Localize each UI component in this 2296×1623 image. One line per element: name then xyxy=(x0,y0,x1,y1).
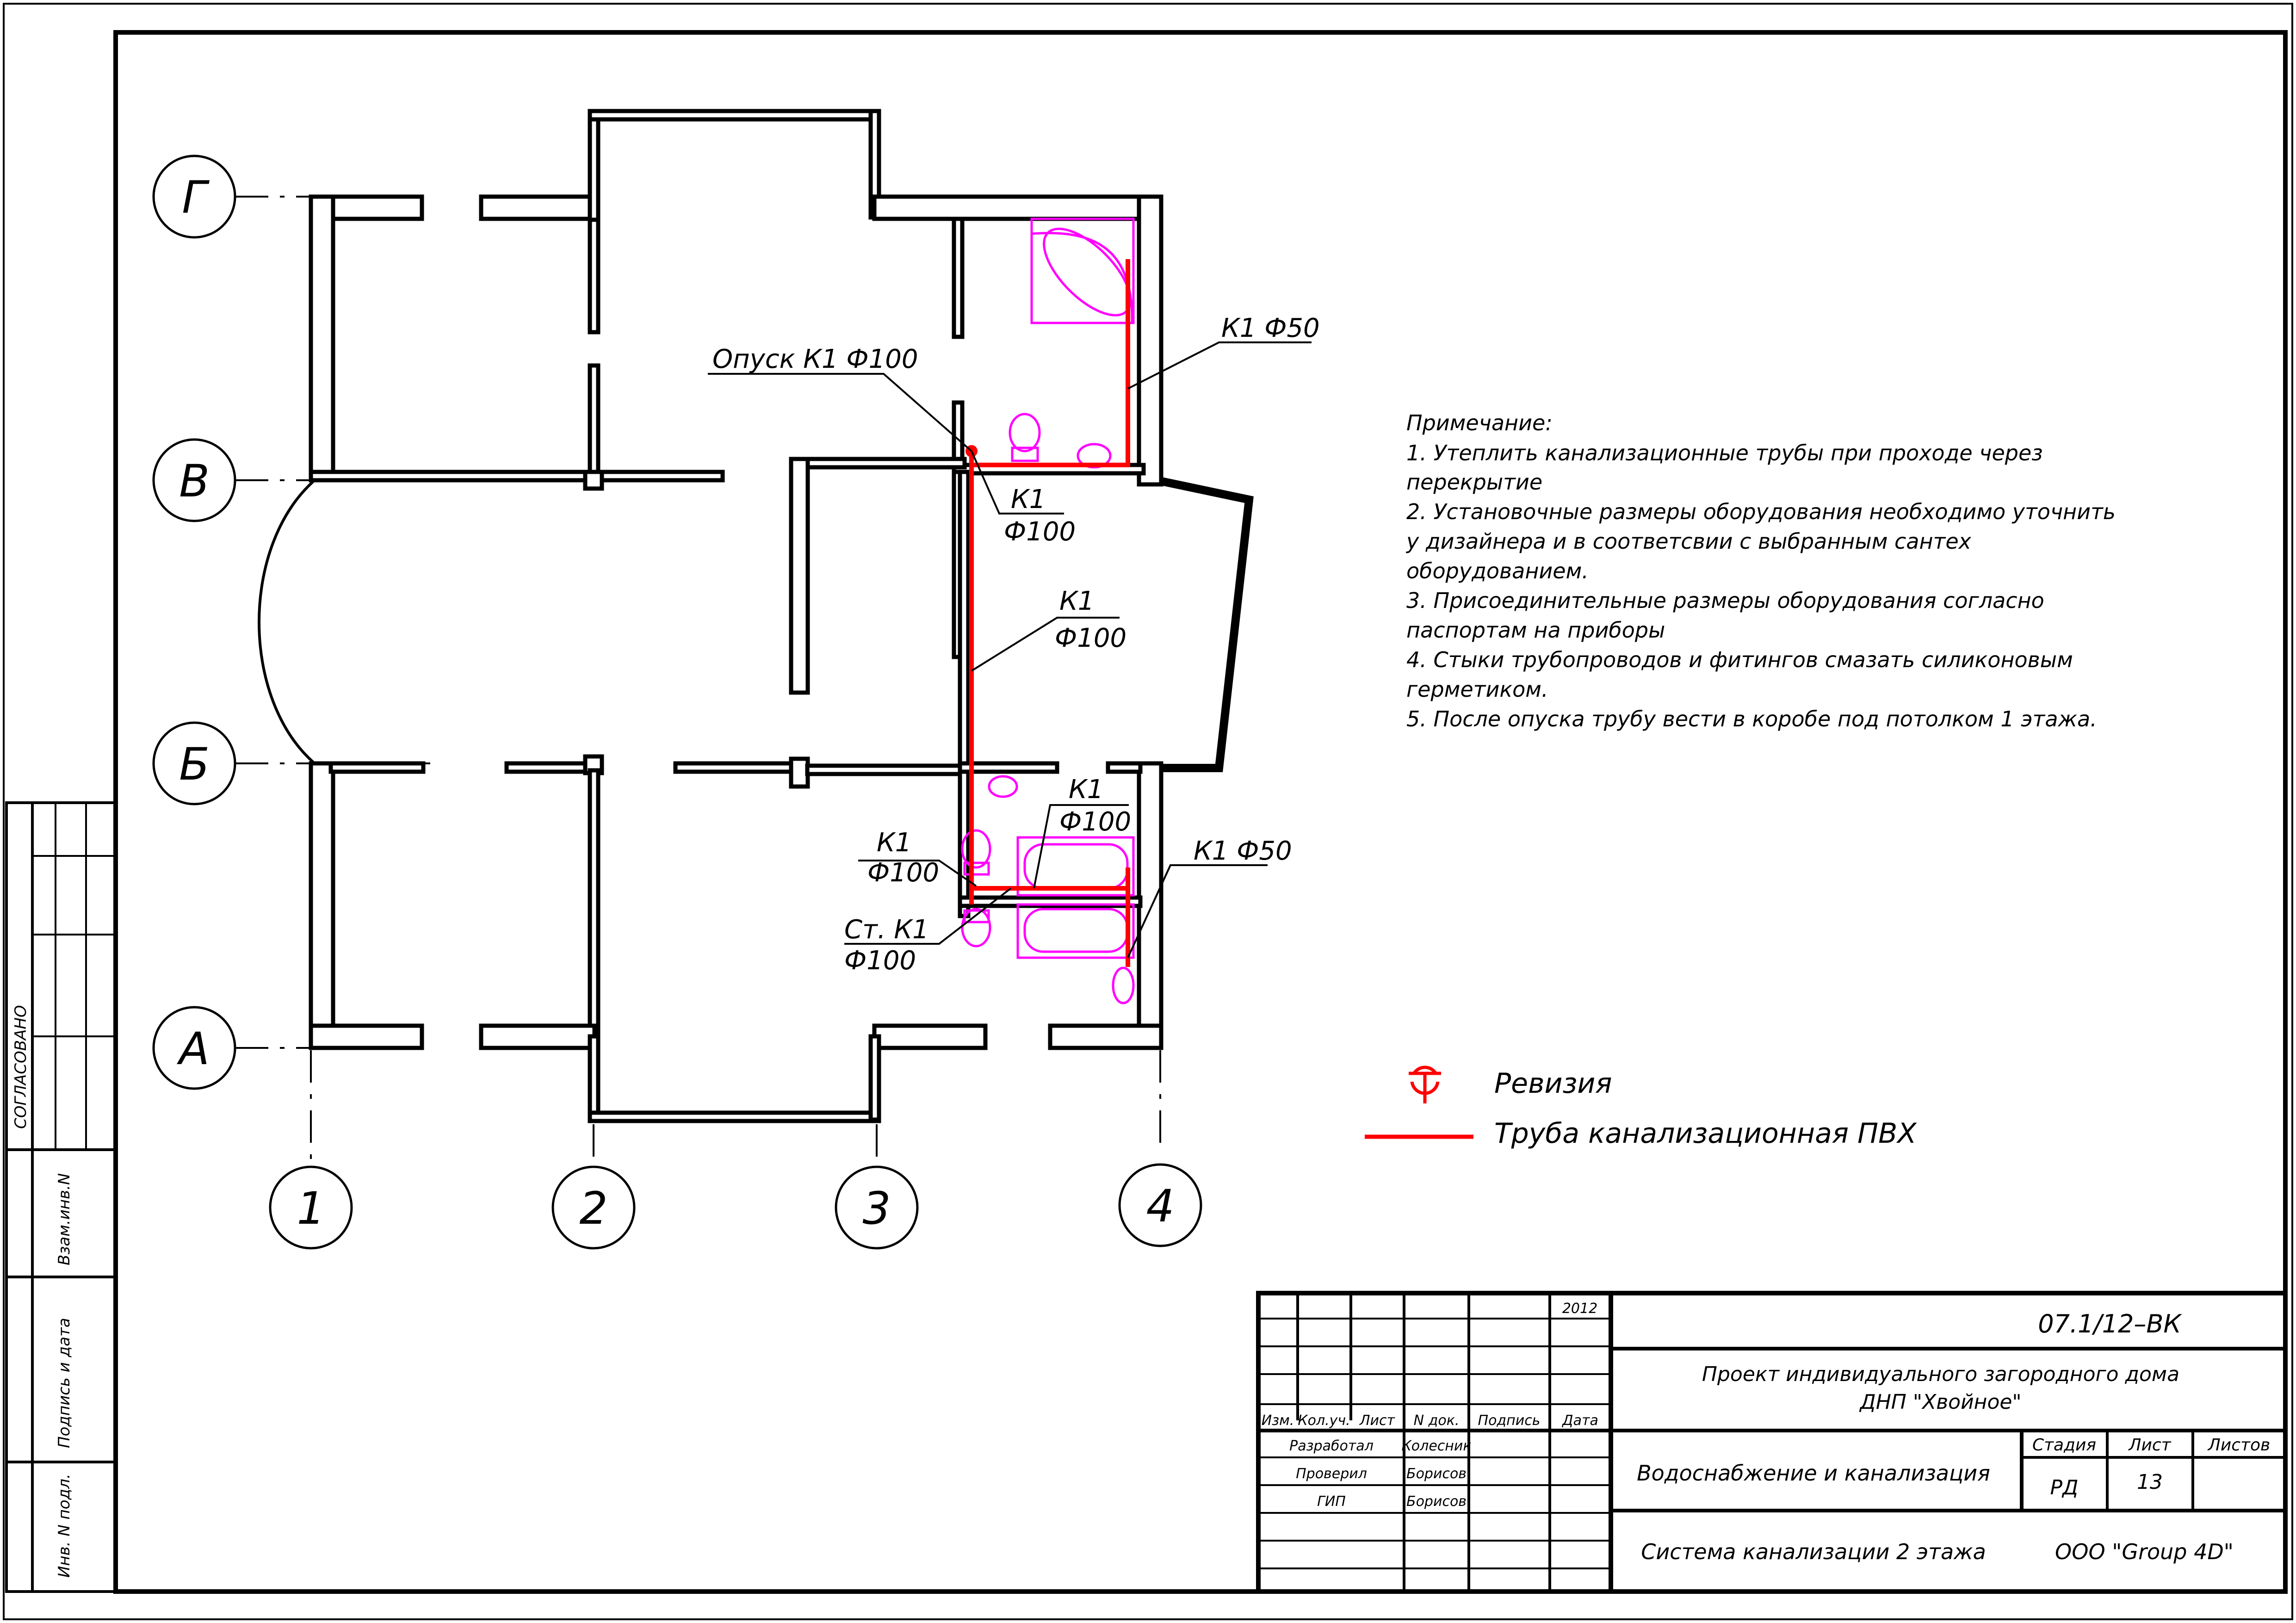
svg-text:Дата: Дата xyxy=(1561,1412,1598,1429)
svg-text:1. Утеплить канализационные тр: 1. Утеплить канализационные трубы при пр… xyxy=(1406,440,2043,465)
svg-text:В: В xyxy=(179,455,210,507)
axis-bubble-row-g: Г xyxy=(152,155,236,239)
svg-text:3: 3 xyxy=(862,1183,891,1234)
svg-text:паспортам на приборы: паспортам на приборы xyxy=(1406,618,1665,643)
svg-text:4: 4 xyxy=(1146,1180,1174,1232)
svg-text:Ф100: Ф100 xyxy=(1059,807,1131,837)
svg-text:ГИП: ГИП xyxy=(1317,1493,1346,1510)
svg-text:Разработал: Разработал xyxy=(1289,1438,1374,1454)
axis-bubble-col-1: 1 xyxy=(269,1165,353,1250)
left-arc-wall xyxy=(258,479,316,765)
tb-project-line2: ДНП "Хвойное" xyxy=(1859,1390,2021,1414)
axis-bubble-row-v: В xyxy=(152,438,236,522)
plumbing-fixtures xyxy=(961,217,1135,1004)
svg-text:5. После опуска трубу вести в: 5. После опуска трубу вести в коробе под… xyxy=(1406,706,2097,731)
tb-company: ООО "Group 4D" xyxy=(2055,1539,2234,1564)
svg-text:К1: К1 xyxy=(877,828,911,858)
tb-project-line1: Проект индивидуального загородного дома xyxy=(1702,1363,2179,1386)
tb-section: Водоснабжение и канализация xyxy=(1637,1461,1990,1486)
floor-plan xyxy=(258,109,1254,1123)
svg-text:3. Присоединительные размеры о: 3. Присоединительные размеры оборудовани… xyxy=(1406,588,2044,613)
stamp-replace-inv: Взам.инв.N xyxy=(55,1173,74,1265)
svg-text:К1: К1 xyxy=(1011,484,1046,514)
tb-drawing-title: Система канализации 2 этажа xyxy=(1641,1539,1986,1564)
svg-text:Изм.: Изм. xyxy=(1262,1412,1294,1429)
pipe-labels: Опуск К1 Ф100 К1 Ф100 К1 Ф50 К1 Ф100 К1 … xyxy=(708,313,1320,976)
notes: Примечание: 1. Утеплить канализационные … xyxy=(1405,410,2116,731)
svg-text:N док.: N док. xyxy=(1414,1412,1460,1429)
svg-text:Лист: Лист xyxy=(1359,1412,1396,1429)
drawing-frame xyxy=(113,30,2288,1594)
tb-year: 2012 xyxy=(1562,1301,1597,1317)
svg-text:Ф100: Ф100 xyxy=(867,858,939,888)
svg-text:Ф100: Ф100 xyxy=(844,946,916,976)
svg-text:Г: Г xyxy=(182,172,210,223)
svg-text:Ф100: Ф100 xyxy=(1004,517,1076,547)
revision-symbol xyxy=(1406,1065,1443,1103)
legend: Ревизия Труба канализационная ПВХ xyxy=(1365,1065,1917,1150)
svg-text:Колесник: Колесник xyxy=(1401,1438,1471,1454)
axis-bubble-col-2: 2 xyxy=(551,1165,636,1250)
svg-text:Борисов: Борисов xyxy=(1406,1466,1467,1482)
stamp-sign-date: Подпись и дата xyxy=(55,1318,74,1448)
side-stamp: СОГЛАСОВАНО Взам.инв.N Подпись и дата Ин… xyxy=(5,801,117,1593)
svg-text:К1: К1 xyxy=(1059,586,1094,616)
svg-text:Подпись: Подпись xyxy=(1478,1412,1541,1429)
tb-sheet: 13 xyxy=(2137,1470,2163,1494)
svg-text:герметиком.: герметиком. xyxy=(1406,677,1548,702)
svg-text:2. Установочные размеры оборуд: 2. Установочные размеры оборудования нео… xyxy=(1406,499,2116,524)
svg-text:А: А xyxy=(176,1023,210,1075)
title-block: 2012 07.1/12–ВК Проект индивидуального з… xyxy=(1256,1291,2288,1594)
sewer-pipes xyxy=(965,259,1130,967)
label-k1-d50-bottom: К1 Ф50 xyxy=(1194,836,1292,866)
svg-text:Лист: Лист xyxy=(2128,1436,2171,1455)
axis-bubble-col-3: 3 xyxy=(835,1165,919,1250)
stamp-orig-inv: Инв. N подл. xyxy=(55,1474,74,1578)
svg-text:4. Стыки трубопроводов и фитин: 4. Стыки трубопроводов и фитингов смазат… xyxy=(1406,647,2073,672)
svg-text:Проверил: Проверил xyxy=(1296,1466,1367,1482)
right-bay-wall xyxy=(1160,477,1254,772)
svg-text:Кол.уч.: Кол.уч. xyxy=(1298,1412,1350,1429)
svg-text:Ф100: Ф100 xyxy=(1055,623,1126,653)
svg-text:Листов: Листов xyxy=(2207,1436,2270,1455)
tb-stage: РД xyxy=(2050,1476,2079,1499)
svg-text:Борисов: Борисов xyxy=(1406,1493,1467,1510)
label-riser-st: Ст. К1 xyxy=(844,915,929,945)
svg-text:К1: К1 xyxy=(1069,774,1103,805)
label-riser-drop: Опуск К1 Ф100 xyxy=(712,344,918,374)
svg-text:2: 2 xyxy=(579,1183,607,1234)
grid-axes xyxy=(236,196,1161,1166)
svg-text:перекрытие: перекрытие xyxy=(1406,470,1542,495)
outer-sheet-border xyxy=(3,3,2293,1620)
svg-text:Б: Б xyxy=(179,738,210,790)
axis-bubble-col-4: 4 xyxy=(1118,1163,1202,1247)
legend-pipe-label: Труба канализационная ПВХ xyxy=(1494,1117,1917,1150)
tb-doc-code: 07.1/12–ВК xyxy=(2038,1309,2182,1338)
axis-bubble-row-b: Б xyxy=(152,721,236,805)
svg-text:у дизайнера и в соответсвии с: у дизайнера и в соответсвии с выбранным … xyxy=(1405,529,1972,554)
legend-revision-label: Ревизия xyxy=(1494,1067,1612,1100)
svg-text:1: 1 xyxy=(297,1183,325,1234)
label-k1-d50-top: К1 Ф50 xyxy=(1221,313,1320,343)
stamp-agreed: СОГЛАСОВАНО xyxy=(12,1005,30,1129)
svg-text:оборудованием.: оборудованием. xyxy=(1406,558,1589,583)
svg-text:Стадия: Стадия xyxy=(2032,1436,2096,1455)
axis-bubble-row-a: А xyxy=(152,1006,236,1090)
notes-title: Примечание: xyxy=(1406,410,1553,435)
